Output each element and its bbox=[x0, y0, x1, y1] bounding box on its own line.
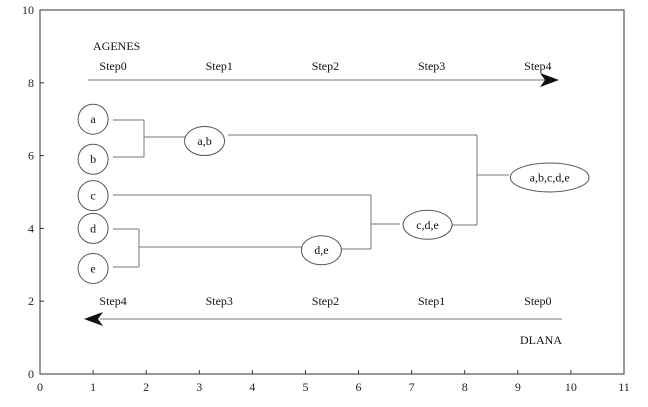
bottom-arrow-title: DLANA bbox=[520, 333, 562, 347]
plot-frame bbox=[39, 9, 625, 375]
y-tick-label: 4 bbox=[28, 221, 34, 235]
y-tick-label: 6 bbox=[28, 149, 34, 163]
top-step-labels: Step0 Step1 Step2 Step3 Step4 bbox=[99, 59, 551, 73]
bottom-step-label: Step3 bbox=[206, 294, 233, 308]
x-tick-label: 0 bbox=[37, 380, 43, 394]
x-tick-label: 5 bbox=[302, 380, 308, 394]
top-arrow-title: AGENES bbox=[93, 39, 140, 53]
x-tick-label: 4 bbox=[249, 380, 255, 394]
top-step-label: Step3 bbox=[418, 59, 445, 73]
node-label-de: d,e bbox=[314, 243, 328, 257]
x-tick-label: 9 bbox=[515, 380, 521, 394]
node-shape-c bbox=[77, 180, 109, 212]
bottom-step-labels: Step4 Step3 Step2 Step1 Step0 bbox=[99, 294, 551, 308]
bottom-step-label: Step0 bbox=[524, 294, 551, 308]
node-shape-cde bbox=[402, 209, 453, 240]
top-step-label: Step0 bbox=[99, 59, 126, 73]
node-label-abcde: a,b,c,d,e bbox=[530, 170, 570, 184]
node-shape-d bbox=[77, 212, 109, 244]
cluster-node-abcde: a,b,c,d,e bbox=[509, 162, 590, 193]
dendrogram-links bbox=[113, 119, 509, 268]
cluster-node-e: e bbox=[77, 252, 109, 284]
bottom-arrow-head-icon bbox=[84, 312, 103, 326]
node-label-e: e bbox=[90, 261, 95, 275]
node-label-c: c bbox=[90, 189, 95, 203]
cluster-node-b: b bbox=[77, 143, 109, 175]
cluster-node-cde: c,d,e bbox=[402, 209, 453, 240]
top-step-label: Step4 bbox=[524, 59, 551, 73]
y-axis: 0 2 4 6 8 10 bbox=[22, 3, 44, 381]
y-tick-label: 2 bbox=[28, 294, 34, 308]
x-tick-label: 6 bbox=[356, 380, 362, 394]
x-tick-label: 7 bbox=[409, 380, 415, 394]
node-label-d: d bbox=[90, 221, 96, 235]
top-arrow-head-icon bbox=[540, 73, 559, 87]
y-tick-label: 8 bbox=[28, 76, 34, 90]
x-tick-label: 2 bbox=[143, 380, 149, 394]
node-shape-b bbox=[77, 143, 109, 175]
node-label-cde: c,d,e bbox=[416, 218, 439, 232]
y-tick-label: 10 bbox=[22, 3, 34, 17]
x-tick-label: 10 bbox=[565, 380, 577, 394]
top-step-label: Step1 bbox=[206, 59, 233, 73]
node-shape-a bbox=[77, 103, 109, 135]
node-shape-de bbox=[300, 235, 342, 266]
node-label-b: b bbox=[90, 152, 96, 166]
node-label-a: a bbox=[90, 112, 96, 126]
y-tick-label: 0 bbox=[28, 367, 34, 381]
x-tick-label: 11 bbox=[618, 380, 630, 394]
x-tick-label: 1 bbox=[90, 380, 96, 394]
cluster-node-a: a bbox=[77, 103, 109, 135]
x-tick-label: 8 bbox=[462, 380, 468, 394]
node-shape-e bbox=[77, 252, 109, 284]
x-axis: 0 1 2 3 4 5 6 7 8 9 10 11 bbox=[37, 370, 630, 394]
cluster-node-c: c bbox=[77, 180, 109, 212]
bottom-step-label: Step2 bbox=[312, 294, 339, 308]
node-shape-abcde bbox=[509, 162, 590, 193]
x-tick-label: 3 bbox=[196, 380, 202, 394]
bottom-step-label: Step4 bbox=[99, 294, 126, 308]
top-step-label: Step2 bbox=[312, 59, 339, 73]
cluster-nodes: a b c d e a,b d,e c,d,e a,b,c,d,e bbox=[77, 103, 590, 284]
cluster-node-ab: a,b bbox=[184, 126, 226, 157]
bottom-step-label: Step1 bbox=[418, 294, 445, 308]
cluster-node-d: d bbox=[77, 212, 109, 244]
node-shape-ab bbox=[184, 126, 226, 157]
cluster-node-de: d,e bbox=[300, 235, 342, 266]
node-label-ab: a,b bbox=[197, 134, 211, 148]
